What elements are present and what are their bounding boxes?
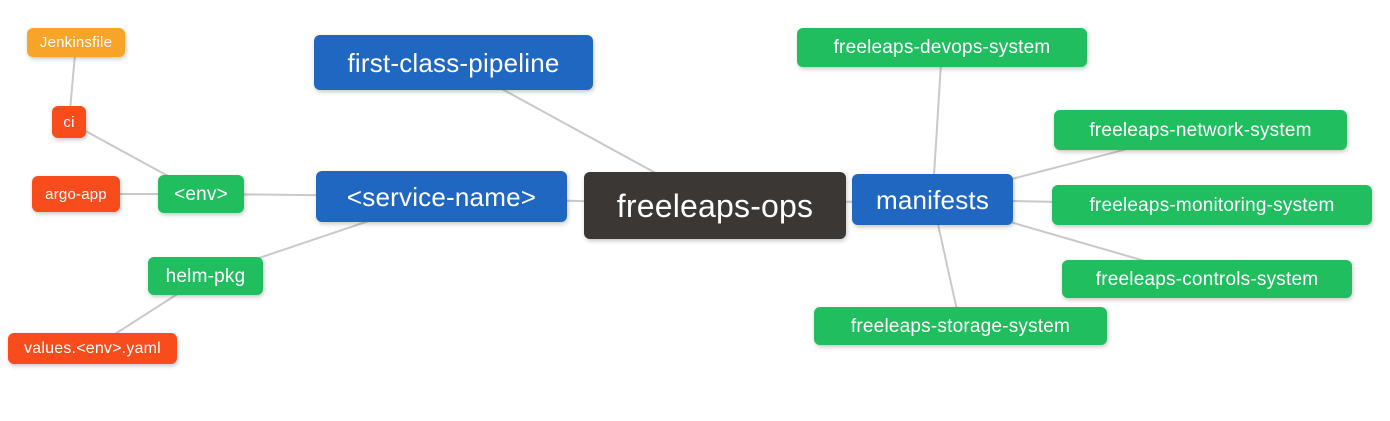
node-label: ci (63, 113, 75, 131)
node-label: freeleaps-monitoring-system (1089, 194, 1335, 216)
node-freeleaps-ops[interactable]: freeleaps-ops (584, 172, 846, 239)
node-first-class-pipeline[interactable]: first-class-pipeline (314, 35, 593, 90)
node-label: helm-pkg (165, 265, 246, 287)
node-label: <env> (174, 183, 228, 205)
node-label: manifests (875, 184, 990, 215)
node-label: <service-name> (346, 181, 537, 212)
node-storage-system[interactable]: freeleaps-storage-system (814, 307, 1107, 345)
node-label: argo-app (45, 185, 107, 203)
node-jenkinsfile[interactable]: Jenkinsfile (27, 28, 125, 57)
node-label: freeleaps-devops-system (833, 37, 1051, 58)
node-monitoring-system[interactable]: freeleaps-monitoring-system (1052, 185, 1372, 225)
node-argo-app[interactable]: argo-app (32, 176, 120, 212)
node-label: freeleaps-controls-system (1095, 268, 1319, 290)
node-values-env-yaml[interactable]: values.<env>.yaml (8, 333, 177, 364)
node-label: freeleaps-ops (616, 187, 814, 224)
node-service-name[interactable]: <service-name> (316, 171, 567, 222)
node-network-system[interactable]: freeleaps-network-system (1054, 110, 1347, 150)
node-controls-system[interactable]: freeleaps-controls-system (1062, 260, 1352, 298)
node-helm-pkg[interactable]: helm-pkg (148, 257, 263, 295)
node-devops-system[interactable]: freeleaps-devops-system (797, 28, 1087, 67)
node-manifests[interactable]: manifests (852, 174, 1013, 225)
node-label: first-class-pipeline (347, 47, 560, 78)
node-ci[interactable]: ci (52, 106, 86, 138)
node-label: values.<env>.yaml (24, 339, 161, 357)
node-label: freeleaps-network-system (1089, 119, 1312, 141)
node-env[interactable]: <env> (158, 175, 244, 213)
node-label: Jenkinsfile (39, 34, 113, 51)
node-label: freeleaps-storage-system (850, 315, 1071, 337)
